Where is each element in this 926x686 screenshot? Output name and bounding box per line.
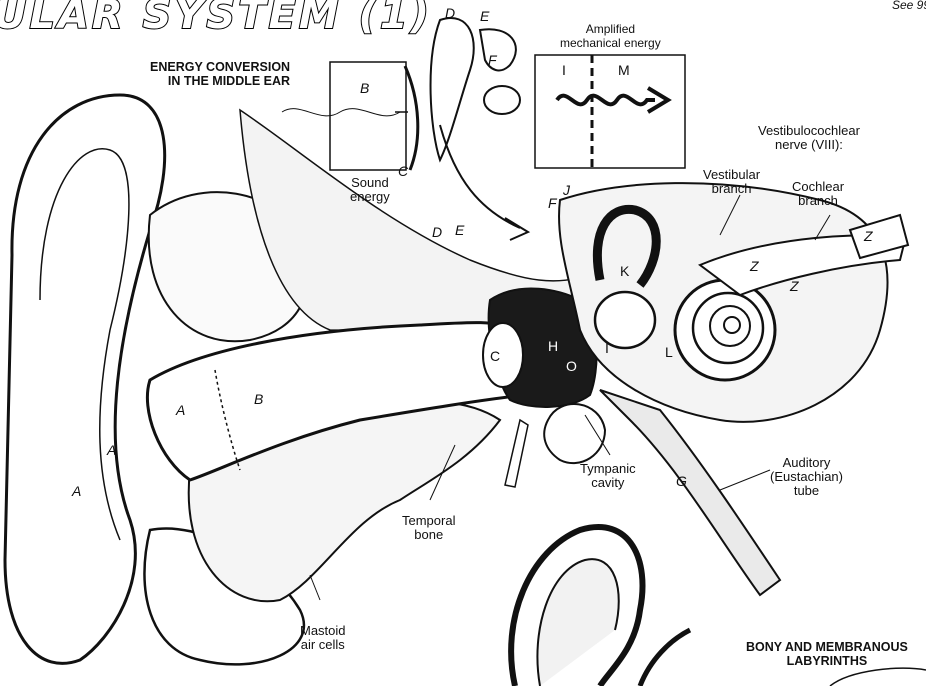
tympanic-cavity-shape (544, 404, 605, 463)
auditory-line2: (Eustachian) (770, 470, 843, 484)
letter-z-1: Z (750, 258, 759, 274)
letter-f-2: F (548, 195, 557, 211)
amplified-line1: Amplified (560, 22, 661, 36)
leader-auditory (720, 470, 770, 490)
letter-b-1: B (254, 391, 263, 407)
letter-g: G (676, 473, 687, 489)
nerve-line1: Vestibulocochlear (758, 124, 860, 138)
amplified-energy-label: Amplified mechanical energy (560, 22, 661, 50)
tympanic-line1: Tympanic (580, 462, 636, 476)
sound-energy-line2: energy (350, 190, 390, 204)
labyrinth-outline (830, 668, 926, 686)
energy-conversion-line1: ENERGY CONVERSION (150, 60, 290, 74)
letter-i-2: I (605, 340, 609, 356)
vestibule (595, 292, 655, 348)
labyrinth-line2: LABYRINTHS (746, 654, 908, 668)
labyrinth-loop-inner (537, 559, 618, 686)
amplified-energy-inset (535, 55, 685, 168)
letter-a-1: A (176, 402, 185, 418)
letter-d-1: D (445, 5, 455, 21)
letter-c-2: C (490, 348, 500, 364)
letter-k: K (620, 263, 629, 279)
connector-arrow (440, 125, 528, 240)
see-reference: See 99 (892, 0, 926, 12)
letter-i-1: I (562, 62, 566, 78)
letter-a-3: A (72, 483, 81, 499)
page-title: ULAR SYSTEM (1) (0, 0, 432, 38)
auricle (5, 95, 165, 663)
vestibular-line1: Vestibular (703, 168, 760, 182)
auditory-line3: tube (770, 484, 843, 498)
letter-e-2: E (455, 222, 464, 238)
letter-j: J (563, 182, 570, 198)
cochlear-branch-label: Cochlear branch (792, 180, 844, 208)
ossicle-incus (480, 29, 516, 70)
letter-b-2: B (360, 80, 369, 96)
letter-d-2: D (432, 224, 442, 240)
cochlear-line1: Cochlear (792, 180, 844, 194)
tympanic-membrane (483, 323, 523, 387)
auditory-tube-label: Auditory (Eustachian) tube (770, 456, 843, 498)
nerve-label: Vestibulocochlear nerve (VIII): (758, 124, 860, 152)
letter-z-3: Z (864, 228, 873, 244)
vestibular-line2: branch (703, 182, 760, 196)
energy-conversion-heading: ENERGY CONVERSION IN THE MIDDLE EAR (150, 60, 290, 88)
sound-energy-inset (330, 62, 406, 170)
letter-m: M (618, 62, 630, 78)
temporal-line1: Temporal (402, 514, 455, 528)
letter-a-2: A (107, 442, 116, 458)
amplified-line2: mechanical energy (560, 36, 661, 50)
styloid (505, 420, 528, 487)
mastoid-line1: Mastoid (300, 624, 346, 638)
ossicle-malleus (431, 18, 474, 160)
letter-f-1: F (488, 52, 497, 68)
mastoid-label: Mastoid air cells (300, 624, 346, 652)
mastoid-line2: air cells (300, 638, 346, 652)
vestibular-branch-label: Vestibular branch (703, 168, 760, 196)
letter-h: H (548, 338, 558, 354)
tympanic-line2: cavity (580, 476, 636, 490)
temporal-bone-label: Temporal bone (402, 514, 455, 542)
eardrum-curve (405, 66, 418, 170)
sound-energy-line1: Sound (350, 176, 390, 190)
auricle-inner (40, 149, 129, 540)
letter-o: O (566, 358, 577, 374)
energy-conversion-line2: IN THE MIDDLE EAR (150, 74, 290, 88)
letter-e-1: E (480, 8, 489, 24)
letter-z-2: Z (790, 278, 799, 294)
temporal-line2: bone (402, 528, 455, 542)
labyrinth-tube (640, 630, 690, 686)
labyrinth-line1: BONY AND MEMBRANOUS (746, 640, 908, 654)
tympanic-cavity-label: Tympanic cavity (580, 462, 636, 490)
letter-l: L (665, 344, 673, 360)
labyrinth-heading: BONY AND MEMBRANOUS LABYRINTHS (746, 640, 908, 668)
leader-mastoid (310, 575, 320, 600)
cochlear-line2: branch (792, 194, 844, 208)
nerve-line2: nerve (VIII): (758, 138, 860, 152)
sound-energy-label: Sound energy (350, 176, 390, 204)
auditory-line1: Auditory (770, 456, 843, 470)
ossicle-stapes (484, 86, 520, 114)
letter-c-1: C (398, 163, 408, 179)
